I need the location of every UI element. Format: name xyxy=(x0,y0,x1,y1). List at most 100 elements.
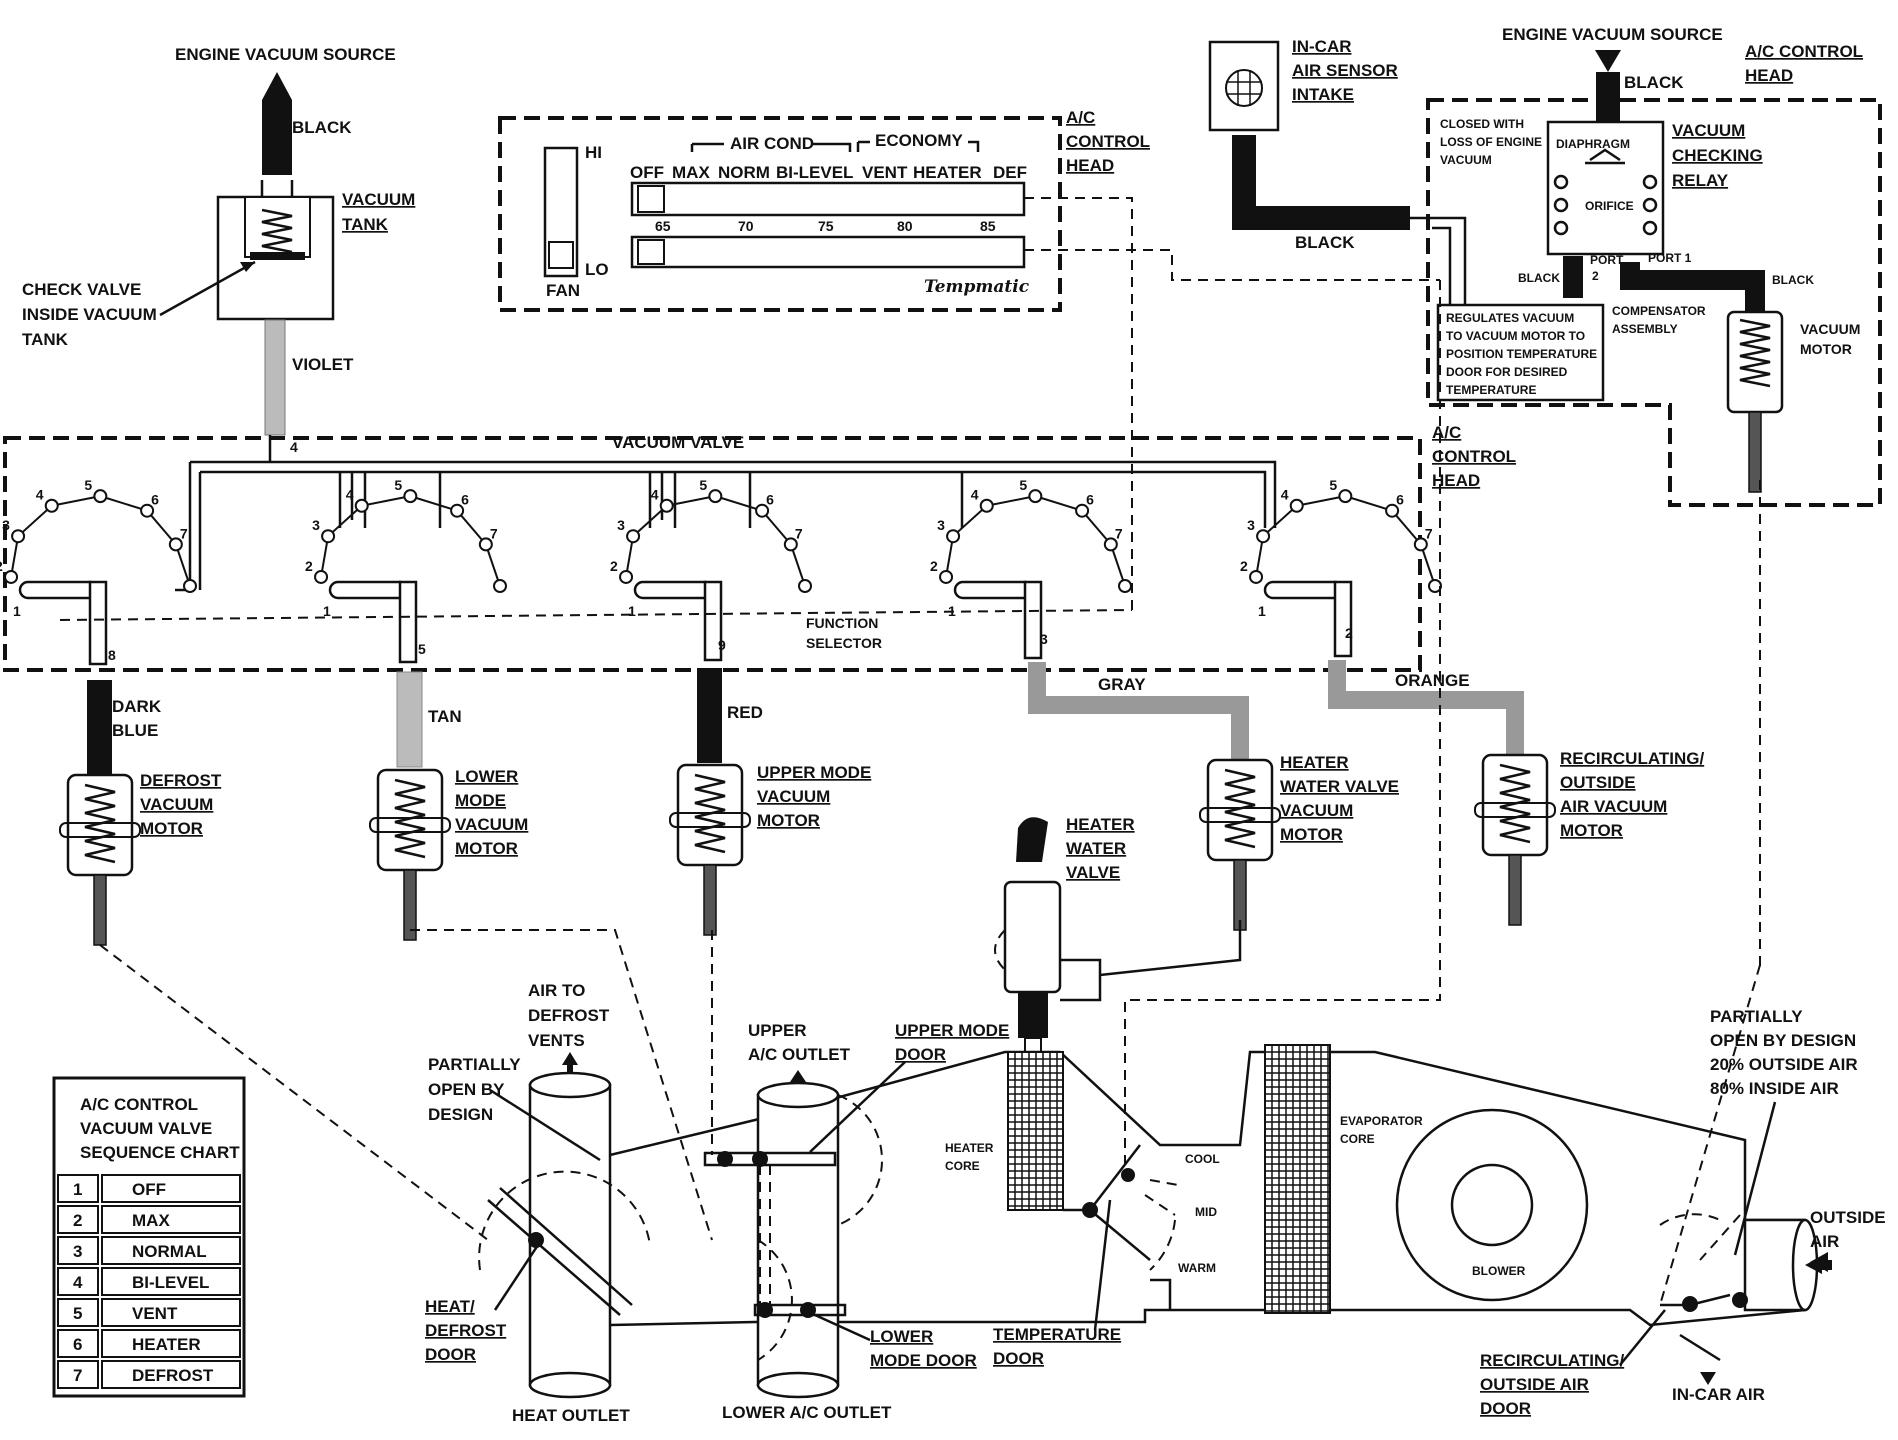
violet-hose: VIOLET xyxy=(264,319,354,436)
svg-text:A/C: A/C xyxy=(1432,423,1461,442)
svg-text:BLACK: BLACK xyxy=(1518,271,1560,285)
svg-text:BI-LEVEL: BI-LEVEL xyxy=(776,163,853,182)
svg-text:MOTOR: MOTOR xyxy=(1560,821,1623,840)
svg-text:ORANGE: ORANGE xyxy=(1395,671,1470,690)
svg-text:AIR TO: AIR TO xyxy=(528,981,585,1000)
valve-position-label: 6 xyxy=(151,492,159,508)
svg-text:FAN: FAN xyxy=(546,281,580,300)
svg-text:9: 9 xyxy=(718,637,726,653)
valve-position-label: 5 xyxy=(1329,477,1337,493)
valve-position-label: 1 xyxy=(1258,603,1266,619)
svg-text:ORIFICE: ORIFICE xyxy=(1585,199,1634,213)
svg-text:2: 2 xyxy=(1345,625,1353,641)
svg-text:TAN: TAN xyxy=(428,707,462,726)
valve-position-label: 3 xyxy=(937,517,945,533)
svg-text:BLUE: BLUE xyxy=(112,721,158,740)
svg-text:HEAD: HEAD xyxy=(1066,156,1114,175)
valve-position-label: 7 xyxy=(795,525,803,541)
vacuum-motor xyxy=(1199,758,1281,931)
sequence-chart: A/C CONTROL VACUUM VALVE SEQUENCE CHART … xyxy=(52,1076,246,1398)
temperature-lever[interactable] xyxy=(637,239,665,265)
svg-text:BLACK: BLACK xyxy=(1295,233,1355,252)
valve-position-label: 6 xyxy=(766,492,774,508)
svg-text:DOOR: DOOR xyxy=(425,1345,476,1364)
svg-text:DARK: DARK xyxy=(112,697,162,716)
valve-position-label: 7 xyxy=(490,525,498,541)
svg-text:UPPER MODE: UPPER MODE xyxy=(895,1021,1009,1040)
valve-position-label: 7 xyxy=(1425,525,1433,541)
svg-text:80% INSIDE AIR: 80% INSIDE AIR xyxy=(1710,1079,1839,1098)
sequence-number: 4 xyxy=(73,1273,83,1292)
svg-text:ECONOMY: ECONOMY xyxy=(875,131,964,150)
sequence-number: 5 xyxy=(73,1304,82,1323)
valve-position-label: 2 xyxy=(930,558,938,574)
svg-text:65: 65 xyxy=(655,218,671,234)
svg-text:LOSS OF ENGINE: LOSS OF ENGINE xyxy=(1440,135,1542,149)
valve-position-label: 3 xyxy=(1247,517,1255,533)
svg-text:CONTROL: CONTROL xyxy=(1066,132,1150,151)
temperature-lever-track[interactable] xyxy=(630,235,1026,269)
svg-text:LOWER: LOWER xyxy=(455,767,518,786)
valve-position-label: 1 xyxy=(323,603,331,619)
sequence-number: 2 xyxy=(73,1211,82,1230)
valve-position-label: 5 xyxy=(394,477,402,493)
svg-text:REGULATES VACUUM: REGULATES VACUUM xyxy=(1446,311,1574,325)
svg-text:SEQUENCE CHART: SEQUENCE CHART xyxy=(80,1143,240,1162)
svg-text:HEAT/: HEAT/ xyxy=(425,1297,475,1316)
sequence-mode: VENT xyxy=(132,1304,178,1323)
svg-text:A/C: A/C xyxy=(1066,108,1095,127)
svg-text:A/C OUTLET: A/C OUTLET xyxy=(748,1045,851,1064)
svg-text:5: 5 xyxy=(418,641,426,657)
svg-text:MOTOR: MOTOR xyxy=(1800,341,1852,357)
svg-text:TANK: TANK xyxy=(22,330,69,349)
svg-text:IN-CAR AIR: IN-CAR AIR xyxy=(1672,1385,1765,1404)
svg-text:CHECKING: CHECKING xyxy=(1672,146,1763,165)
svg-text:RECIRCULATING/: RECIRCULATING/ xyxy=(1560,749,1704,768)
mode-lever[interactable] xyxy=(637,185,665,213)
svg-text:OFF: OFF xyxy=(630,163,664,182)
svg-text:POSITION TEMPERATURE: POSITION TEMPERATURE xyxy=(1446,347,1597,361)
valve-position-label: 5 xyxy=(699,477,707,493)
svg-text:A/C CONTROL: A/C CONTROL xyxy=(80,1095,198,1114)
svg-text:MID: MID xyxy=(1195,1205,1217,1219)
svg-text:VACUUM VALVE: VACUUM VALVE xyxy=(80,1119,212,1138)
svg-text:OPEN BY DESIGN: OPEN BY DESIGN xyxy=(1710,1031,1856,1050)
svg-text:HI: HI xyxy=(585,143,602,162)
sequence-number: 1 xyxy=(73,1180,82,1199)
mode-lever-track[interactable] xyxy=(630,181,1026,217)
svg-text:PORT: PORT xyxy=(1590,253,1624,267)
svg-text:VALVE: VALVE xyxy=(1066,863,1120,882)
svg-text:BLACK: BLACK xyxy=(1624,73,1684,92)
svg-text:DESIGN: DESIGN xyxy=(428,1105,493,1124)
svg-text:VACUUM: VACUUM xyxy=(455,815,528,834)
svg-text:AIR: AIR xyxy=(1810,1232,1839,1251)
svg-text:DIAPHRAGM: DIAPHRAGM xyxy=(1556,137,1630,151)
valve-position-label: 7 xyxy=(1115,525,1123,541)
svg-text:3: 3 xyxy=(1040,631,1048,647)
svg-text:WATER: WATER xyxy=(1066,839,1126,858)
svg-text:TO VACUUM MOTOR TO: TO VACUUM MOTOR TO xyxy=(1446,329,1585,343)
svg-text:70: 70 xyxy=(738,218,754,234)
sequence-number: 3 xyxy=(73,1242,82,1261)
svg-text:INTAKE: INTAKE xyxy=(1292,85,1354,104)
motor-labels: DEFROST VACUUM MOTOR LOWER MODE VACUUM M… xyxy=(140,749,1704,858)
valve-position-label: 4 xyxy=(651,487,659,503)
valve-position-label: 5 xyxy=(1019,477,1027,493)
svg-text:EVAPORATOR: EVAPORATOR xyxy=(1340,1114,1423,1128)
svg-text:75: 75 xyxy=(818,218,834,234)
svg-text:HEATER: HEATER xyxy=(913,163,982,182)
valve-position-label: 4 xyxy=(971,487,979,503)
svg-text:DEFROST: DEFROST xyxy=(528,1006,610,1025)
svg-text:VACUUM: VACUUM xyxy=(140,795,213,814)
valve-position-label: 5 xyxy=(84,477,92,493)
svg-text:MODE: MODE xyxy=(455,791,506,810)
valve-position-label: 7 xyxy=(180,525,188,541)
svg-text:ASSEMBLY: ASSEMBLY xyxy=(1612,322,1678,336)
svg-text:2: 2 xyxy=(1592,269,1599,283)
